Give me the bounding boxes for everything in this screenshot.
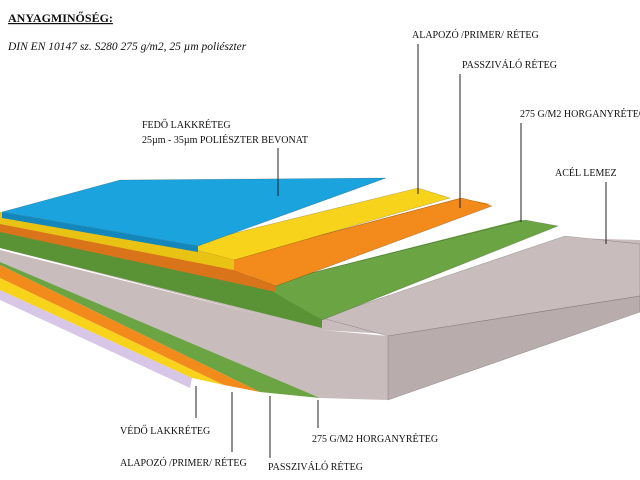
- zinc-front-face: [0, 232, 322, 328]
- label-passivation: PASSZIVÁLÓ RÉTEG: [462, 59, 557, 71]
- steel-front-face: [0, 250, 388, 400]
- label-steel: ACÉL LEMEZ: [555, 167, 617, 179]
- label-bottom-primer: ALAPOZÓ /PRIMER/ RÉTEG: [120, 457, 247, 469]
- label-bottom-zinc: 275 G/M2 HORGANYRÉTEG: [312, 433, 438, 445]
- top-coat-front-face: [2, 212, 198, 252]
- label-top-coat-line1: FEDŐ LAKKRÉTEG: [142, 119, 231, 131]
- label-zinc: 275 G/M2 HORGANYRÉTEG: [520, 108, 640, 120]
- label-primer: ALAPOZÓ /PRIMER/ RÉTEG: [412, 29, 539, 41]
- bottom-back-coat-strip: [0, 290, 192, 388]
- label-bottom-back-coat: VÉDŐ LAKKRÉTEG: [120, 425, 210, 437]
- header-spec: DIN EN 10147 sz. S280 275 g/m2, 25 µm po…: [7, 41, 247, 53]
- steel-right-face: [387, 295, 640, 401]
- label-bottom-passivation: PASSZIVÁLÓ RÉTEG: [268, 461, 363, 473]
- header-title: ANYAGMINŐSÉG:: [8, 10, 113, 25]
- label-top-coat-line2: 25µm - 35µm POLIÉSZTER BEVONAT: [142, 134, 308, 146]
- steel-top-main: [320, 235, 640, 337]
